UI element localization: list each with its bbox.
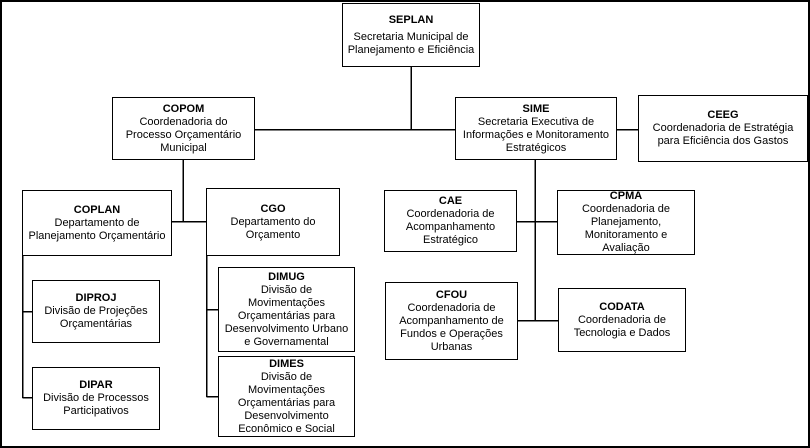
org-node-diproj-acronym: DIPROJ xyxy=(75,292,117,304)
org-node-cae-label: Coordenadoria de Acompanhamento Estratég… xyxy=(405,208,496,246)
org-node-cgo-acronym: CGO xyxy=(260,202,286,215)
org-node-cpma-label: Coordenadoria de Planejamento, Monitoram… xyxy=(581,203,671,254)
org-node-dipar-acronym: DIPAR xyxy=(79,379,113,391)
org-node-coplan-acronym: COPLAN xyxy=(73,203,121,216)
org-node-cfou: CFOU Coordenadoria de Acompanhamento de … xyxy=(385,282,518,360)
org-node-dimes-acronym: DIMES xyxy=(269,357,304,370)
org-node-cfou-label: Coordenadoria de Acompanhamento de Fundo… xyxy=(399,301,504,353)
org-node-sime-acronym: SIME xyxy=(522,102,550,115)
org-node-cpma-acronym: CPMA xyxy=(609,190,643,202)
org-node-cgo: CGO Departamento do Orçamento xyxy=(206,188,340,256)
org-node-dimes: DIMES Divisão de Movimentações Orçamentá… xyxy=(218,356,355,437)
org-node-cfou-acronym: CFOU xyxy=(435,288,468,301)
org-node-dimug: DIMUG Divisão de Movimentações Orçamentá… xyxy=(218,267,355,352)
org-node-seplan-label: Secretaria Municipal de Planejamento e E… xyxy=(347,30,475,56)
org-node-copom-label: Coordenadoria do Processo Orçamentário M… xyxy=(125,115,242,154)
org-node-ceeg-label: Coordenadoria de Estratégia para Eficiên… xyxy=(652,122,794,147)
org-node-codata-label: Coordenadoria de Tecnologia e Dados xyxy=(573,313,671,339)
org-node-sime-label: Secretaria Executiva de Informações e Mo… xyxy=(462,115,610,154)
org-node-codata-acronym: CODATA xyxy=(599,300,645,313)
org-node-codata: CODATA Coordenadoria de Tecnologia e Dad… xyxy=(558,288,686,352)
org-node-cae-acronym: CAE xyxy=(438,195,463,207)
org-node-seplan-acronym: SEPLAN xyxy=(388,13,434,26)
org-node-dipar-label: Divisão de Processos Participativos xyxy=(43,392,149,417)
org-node-coplan-label: Departamento de Planejamento Orçamentári… xyxy=(28,216,166,242)
org-node-ceeg: CEEG Coordenadoria de Estratégia para Ef… xyxy=(638,95,808,162)
org-node-copom-acronym: COPOM xyxy=(162,102,205,115)
org-node-dimes-label: Divisão de Movimentações Orçamentárias p… xyxy=(237,370,336,435)
org-node-sime: SIME Secretaria Executiva de Informações… xyxy=(455,97,617,160)
org-node-dimug-acronym: DIMUG xyxy=(268,270,305,283)
org-node-ceeg-acronym: CEEG xyxy=(707,109,739,121)
org-node-cae: CAE Coordenadoria de Acompanhamento Estr… xyxy=(384,190,517,252)
org-node-cpma: CPMA Coordenadoria de Planejamento, Moni… xyxy=(557,190,695,255)
org-node-dimug-label: Divisão de Movimentações Orçamentárias p… xyxy=(224,283,349,348)
org-node-coplan: COPLAN Departamento de Planejamento Orça… xyxy=(22,190,172,256)
org-node-diproj: DIPROJ Divisão de Projeções Orçamentária… xyxy=(32,280,160,343)
org-node-dipar: DIPAR Divisão de Processos Participativo… xyxy=(32,367,160,430)
org-node-cgo-label: Departamento do Orçamento xyxy=(230,215,316,241)
org-node-seplan: SEPLAN Secretaria Municipal de Planejame… xyxy=(342,3,480,67)
org-node-copom: COPOM Coordenadoria do Processo Orçament… xyxy=(112,97,255,160)
org-node-diproj-label: Divisão de Projeções Orçamentárias xyxy=(44,305,148,330)
